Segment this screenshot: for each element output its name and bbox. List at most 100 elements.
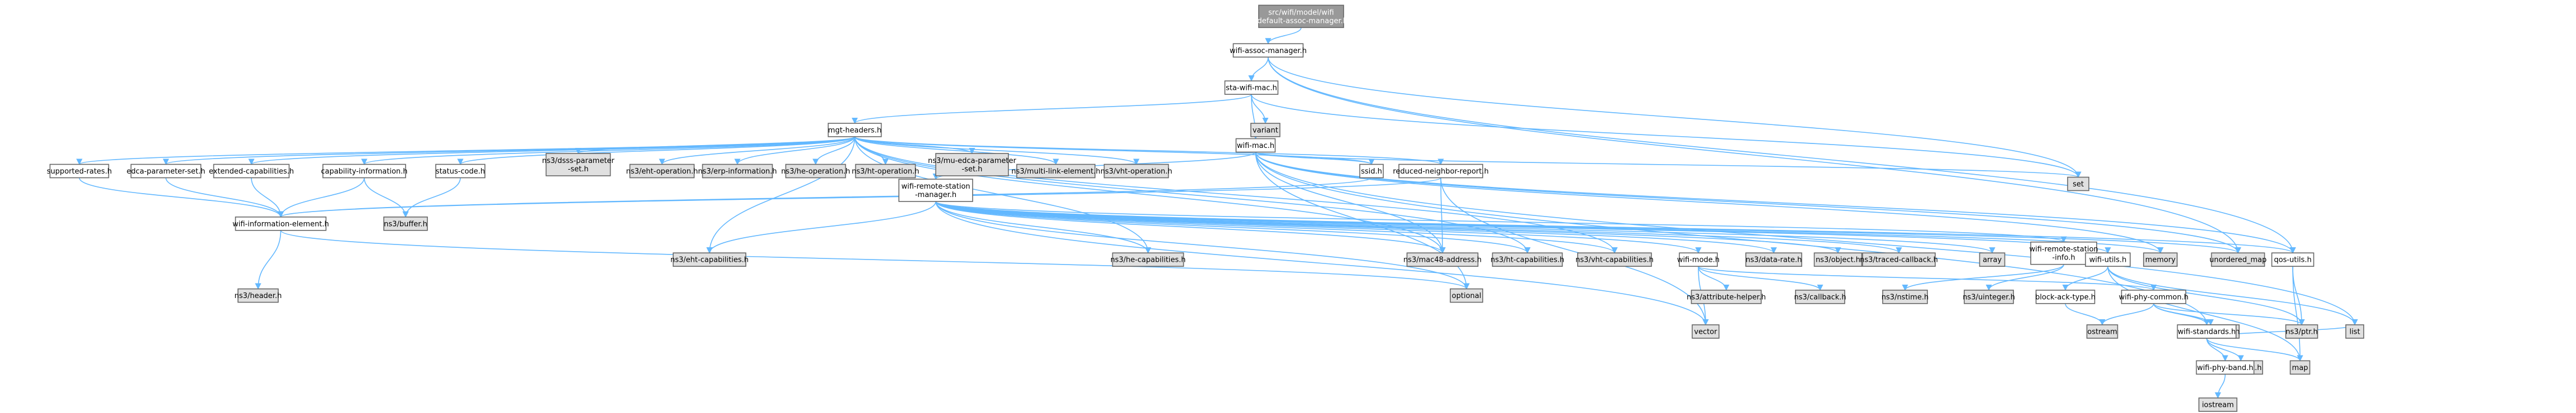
- node-datarate: ns3/data-rate.h: [1745, 252, 1802, 267]
- node-label-wie-0: wifi-information-element.h: [232, 220, 329, 228]
- node-box-traced: [1862, 252, 1936, 267]
- node-capinfo[interactable]: capability-information.h: [321, 164, 408, 179]
- node-wifimode[interactable]: wifi-mode.h: [1677, 252, 1720, 267]
- node-object: ns3/object.h: [1813, 252, 1863, 267]
- edge-mgt-to-status: [457, 136, 855, 165]
- node-label-rsinfo-1: -info.h: [2052, 254, 2075, 262]
- edge-remote-to-object: [935, 201, 1841, 254]
- node-label-array-0: array: [1983, 256, 2002, 265]
- node-box-utils: [2085, 252, 2131, 267]
- edge-remote-to-optional: [935, 201, 1470, 290]
- node-box-umap: [2211, 252, 2265, 267]
- node-box-phyband: [2196, 360, 2255, 375]
- node-box-htcap: [1492, 252, 1563, 267]
- node-vector: vector: [1692, 324, 1720, 339]
- node-box-map: [2289, 360, 2311, 375]
- node-box-memory: [2143, 252, 2178, 267]
- edge-remote-to-hecap: [935, 201, 1151, 254]
- node-label-list-0: list: [2349, 328, 2360, 337]
- node-box-ptr: [2285, 324, 2318, 339]
- edge-ssid-to-wie: [278, 177, 1372, 218]
- node-supported[interactable]: supported-rates.h: [47, 164, 112, 179]
- node-box-attrhelper: [1691, 290, 1762, 304]
- node-traced: ns3/traced-callback.h: [1860, 252, 1938, 267]
- node-label-mgt-0: mgt-headers.h: [828, 126, 882, 135]
- node-label-vhtcap-0: ns3/vht-capabilities.h: [1575, 256, 1654, 265]
- node-box-iostream: [2198, 397, 2237, 412]
- edge-standards-to-abort: [2206, 338, 2244, 362]
- edge-remote-to-vhtcap: [935, 201, 1618, 254]
- edge-remote-to-vector: [935, 201, 1709, 326]
- node-box-multilink: [1016, 164, 1096, 179]
- node-set: set: [2067, 176, 2089, 191]
- node-box-ostream: [2086, 324, 2118, 339]
- edge-phyband-to-iostream: [2215, 374, 2226, 399]
- edge-status-to-buffer: [402, 177, 461, 218]
- node-box-root: [1258, 4, 1344, 28]
- edge-assoc-to-qos: [1268, 57, 2296, 254]
- edge-remote-to-qos: [935, 201, 2296, 254]
- node-remote[interactable]: wifi-remote-station-manager.h: [898, 179, 973, 202]
- edge-reduced-to-mac48: [1439, 177, 1446, 254]
- edge-reduced-to-wie: [278, 177, 1441, 218]
- node-box-optional: [1450, 288, 1483, 303]
- node-phyband[interactable]: wifi-phy-band.h: [2196, 360, 2255, 375]
- node-phycommon[interactable]: wifi-phy-common.h: [2119, 290, 2189, 304]
- node-label-assoc-0: wifi-assoc-manager.h: [1230, 47, 1307, 55]
- edge-sta-to-mgt: [851, 94, 1252, 124]
- node-sta[interactable]: sta-wifi-mac.h: [1224, 80, 1279, 95]
- edge-phycommon-to-fatalerror: [2153, 303, 2214, 326]
- node-wifimac[interactable]: wifi-mac.h: [1235, 138, 1276, 153]
- node-ostream: ostream: [2086, 324, 2118, 339]
- edge-utils-to-blockack: [2062, 266, 2108, 291]
- edge-mgt-to-capinfo: [361, 136, 855, 165]
- node-box-remote: [898, 179, 973, 202]
- node-label-remote-1: -manager.h: [915, 191, 956, 199]
- edge-remote-to-htcap: [935, 201, 1531, 254]
- node-ssid[interactable]: ssid.h: [1359, 164, 1384, 179]
- node-reduced[interactable]: reduced-neighbor-report.h: [1393, 164, 1489, 179]
- node-assoc[interactable]: wifi-assoc-manager.h: [1230, 43, 1307, 58]
- node-hecap: ns3/he-capabilities.h: [1111, 252, 1186, 267]
- edge-wifimac-to-list: [1255, 152, 2358, 326]
- node-label-sta-0: sta-wifi-mac.h: [1226, 84, 1277, 93]
- node-label-mac48-0: ns3/mac48-address.h: [1403, 256, 1482, 265]
- node-qos[interactable]: qos-utils.h: [2271, 252, 2315, 267]
- node-box-wie: [235, 216, 327, 231]
- node-extcap[interactable]: extended-capabilities.h: [209, 164, 294, 179]
- node-label-reduced-0: reduced-neighbor-report.h: [1393, 167, 1488, 176]
- node-mac48: ns3/mac48-address.h: [1403, 252, 1482, 267]
- node-heop: ns3/he-operation.h: [781, 164, 850, 179]
- node-htcap: ns3/ht-capabilities.h: [1491, 252, 1564, 267]
- edge-remote-to-rsinfo: [935, 201, 2067, 243]
- node-edca[interactable]: edca-parameter-set.h: [127, 164, 206, 179]
- node-label-hecap-0: ns3/he-capabilities.h: [1111, 256, 1186, 265]
- edge-utils-to-map: [2107, 266, 2303, 362]
- node-wie[interactable]: wifi-information-element.h: [232, 216, 329, 231]
- node-ehtop: ns3/eht-operation.h: [626, 164, 698, 179]
- node-box-hecap: [1112, 252, 1184, 267]
- node-label-dsss-1: -set.h: [568, 165, 589, 174]
- node-label-ostream-0: ostream: [2087, 328, 2117, 337]
- node-box-ssid: [1359, 164, 1384, 179]
- node-utils[interactable]: wifi-utils.h: [2085, 252, 2131, 267]
- edge-wie-to-header: [255, 230, 282, 290]
- edge-qos-to-ptr: [2292, 266, 2305, 326]
- node-umap: unordered_map: [2210, 252, 2267, 267]
- edge-rsinfo-to-nstime: [1902, 264, 2064, 291]
- node-standards[interactable]: wifi-standards.h: [2177, 324, 2237, 339]
- node-status[interactable]: status-code.h: [435, 164, 485, 179]
- node-blockack[interactable]: block-ack-type.h: [2035, 290, 2096, 304]
- node-optional: optional: [1450, 288, 1483, 303]
- node-label-root-0: src/wifi/model/wifi: [1268, 8, 1334, 17]
- edge-mgt-to-multilink: [854, 136, 1059, 165]
- edge-wifimac-to-ssid: [1255, 151, 1375, 165]
- node-list: list: [2345, 324, 2364, 339]
- node-label-variant-0: variant: [1253, 126, 1278, 135]
- edge-mgt-to-ehtop: [659, 136, 855, 165]
- edge-sta-to-set: [1251, 94, 2082, 178]
- node-label-optional-0: optional: [1452, 292, 1482, 300]
- node-variant: variant: [1250, 123, 1280, 137]
- edge-qos-to-map: [2292, 266, 2303, 362]
- node-mgt[interactable]: mgt-headers.h: [827, 123, 882, 137]
